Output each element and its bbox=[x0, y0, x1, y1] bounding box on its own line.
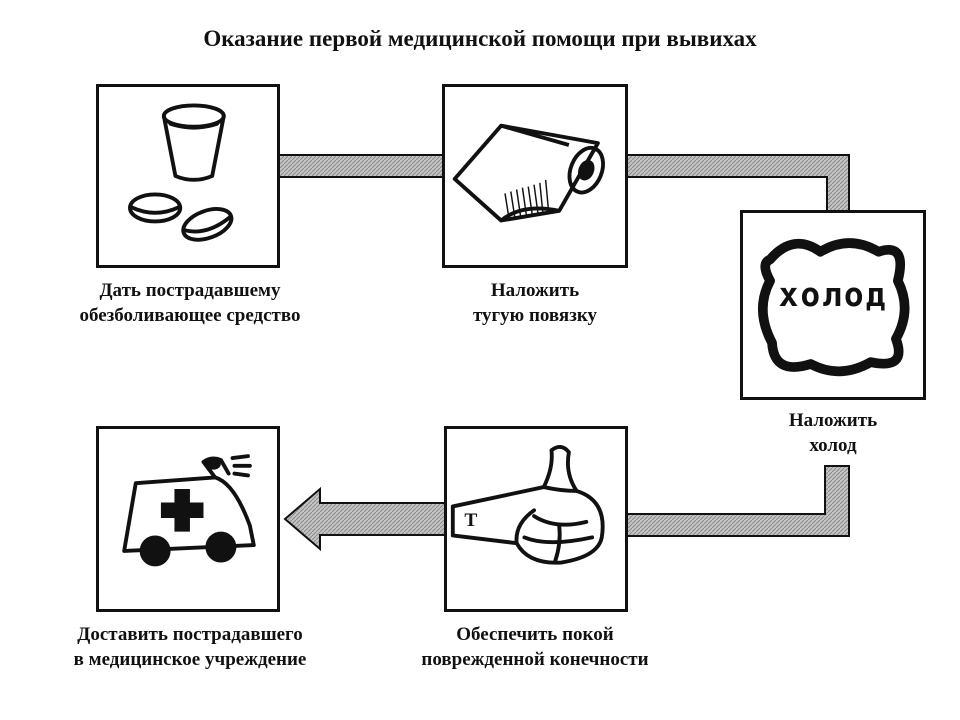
diagram-title: Оказание первой медицинской помощи при в… bbox=[203, 26, 757, 51]
connector-1-2 bbox=[277, 154, 445, 178]
step-cold-caption: Наложить холод bbox=[788, 410, 878, 456]
arrow-to-hospital bbox=[283, 486, 447, 552]
step-cold-card: холод bbox=[740, 210, 926, 400]
cold-pack-icon: холод bbox=[757, 238, 910, 377]
step-rest-caption: Обеспечить покой поврежденной конечности bbox=[421, 624, 649, 670]
immobilized-limb-icon: T bbox=[450, 444, 605, 565]
step-hospital-caption: Доставить пострадавшего в медицинское уч… bbox=[73, 624, 307, 670]
cup-and-pills-icon bbox=[128, 103, 234, 242]
step-painkiller-caption: Дать пострадавшему обезболивающее средст… bbox=[79, 280, 301, 326]
connector-3-4 bbox=[626, 465, 850, 537]
step-bandage-caption: Наложить тугую повязку bbox=[472, 280, 598, 326]
cold-pack-label: холод bbox=[779, 275, 888, 314]
connector-2-3 bbox=[625, 154, 850, 213]
svg-text:T: T bbox=[464, 510, 477, 531]
step-hospital-card bbox=[96, 426, 280, 612]
ambulance-icon bbox=[122, 454, 256, 567]
bandage-roll-icon bbox=[452, 123, 605, 223]
step-rest-card: T bbox=[444, 426, 628, 612]
step-painkiller-card bbox=[96, 84, 280, 268]
step-bandage-card bbox=[442, 84, 628, 268]
